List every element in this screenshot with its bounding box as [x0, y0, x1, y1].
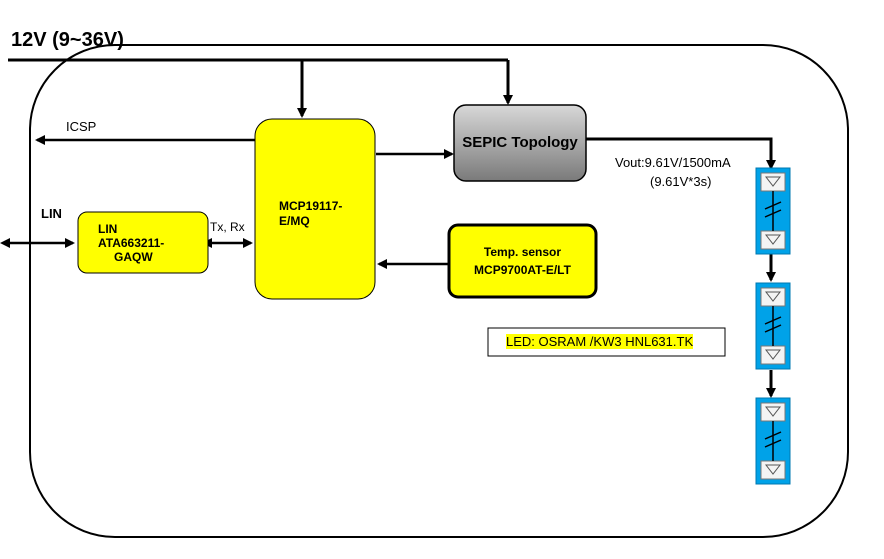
- led-note-label: LED: OSRAM /KW3 HNL631.TK: [506, 334, 694, 349]
- mcp-block: MCP19117- E/MQ: [255, 119, 375, 299]
- led-break-mark: [764, 439, 782, 448]
- temp-sensor-line2: MCP9700AT-E/LT: [474, 263, 571, 277]
- lin-block-shape: [77, 211, 209, 274]
- sepic-block-shape: [453, 104, 587, 182]
- mcp-part-line1: MCP19117-: [279, 199, 343, 213]
- led-diode-symbol: [764, 464, 782, 475]
- led-note-text: LED: OSRAM /KW3 HNL631.TK: [506, 334, 694, 349]
- lin-block-line1: LIN: [98, 221, 118, 236]
- led-module: [755, 282, 791, 370]
- temp-block-shape: [447, 223, 598, 299]
- led-diode-symbol: [764, 234, 782, 245]
- lin-label: LIN: [41, 206, 62, 221]
- led-modules: [755, 167, 791, 485]
- vout-label: Vout:9.61V/1500mA: [615, 155, 731, 170]
- led-module: [755, 397, 791, 485]
- sepic-output-line: [586, 137, 776, 170]
- led-diode-symbol: [764, 349, 782, 360]
- lin-transceiver-block: LIN ATA663211- GAQW: [78, 212, 208, 273]
- led-break-mark: [764, 201, 782, 210]
- led-chip-bottom: [760, 460, 786, 480]
- led-chip-bottom: [760, 345, 786, 365]
- led-chip-bottom: [760, 230, 786, 250]
- led-break-mark: [764, 324, 782, 333]
- enclosure-outline: [29, 44, 849, 538]
- led-chip-top: [760, 402, 786, 422]
- led-break-mark: [764, 431, 782, 440]
- icsp-label: ICSP: [66, 119, 97, 134]
- vout-sub-label: (9.61V*3s): [650, 174, 712, 189]
- lin-block-line3: GAQW: [114, 249, 153, 264]
- mcp-part-line2: E/MQ: [279, 214, 310, 228]
- led-chip-top: [760, 172, 786, 192]
- txrx-label: Tx, Rx: [210, 220, 245, 234]
- led-break-mark: [764, 209, 782, 218]
- led-chip-top: [760, 287, 786, 307]
- supply-voltage-label: 12V (9~36V): [11, 29, 124, 51]
- lin-block-line2: ATA663211-: [98, 235, 165, 250]
- led-module: [755, 167, 791, 255]
- sepic-block: SEPIC Topology: [454, 105, 586, 181]
- temp-sensor-block: Temp. sensor MCP9700AT-E/LT: [449, 225, 596, 297]
- mcp-block-shape: [254, 118, 376, 300]
- temp-sensor-line1: Temp. sensor: [483, 245, 562, 259]
- led-diode-symbol: [764, 291, 782, 302]
- led-break-mark: [764, 316, 782, 325]
- sepic-label: SEPIC Topology: [462, 133, 578, 151]
- led-diode-symbol: [764, 176, 782, 187]
- led-diode-symbol: [764, 406, 782, 417]
